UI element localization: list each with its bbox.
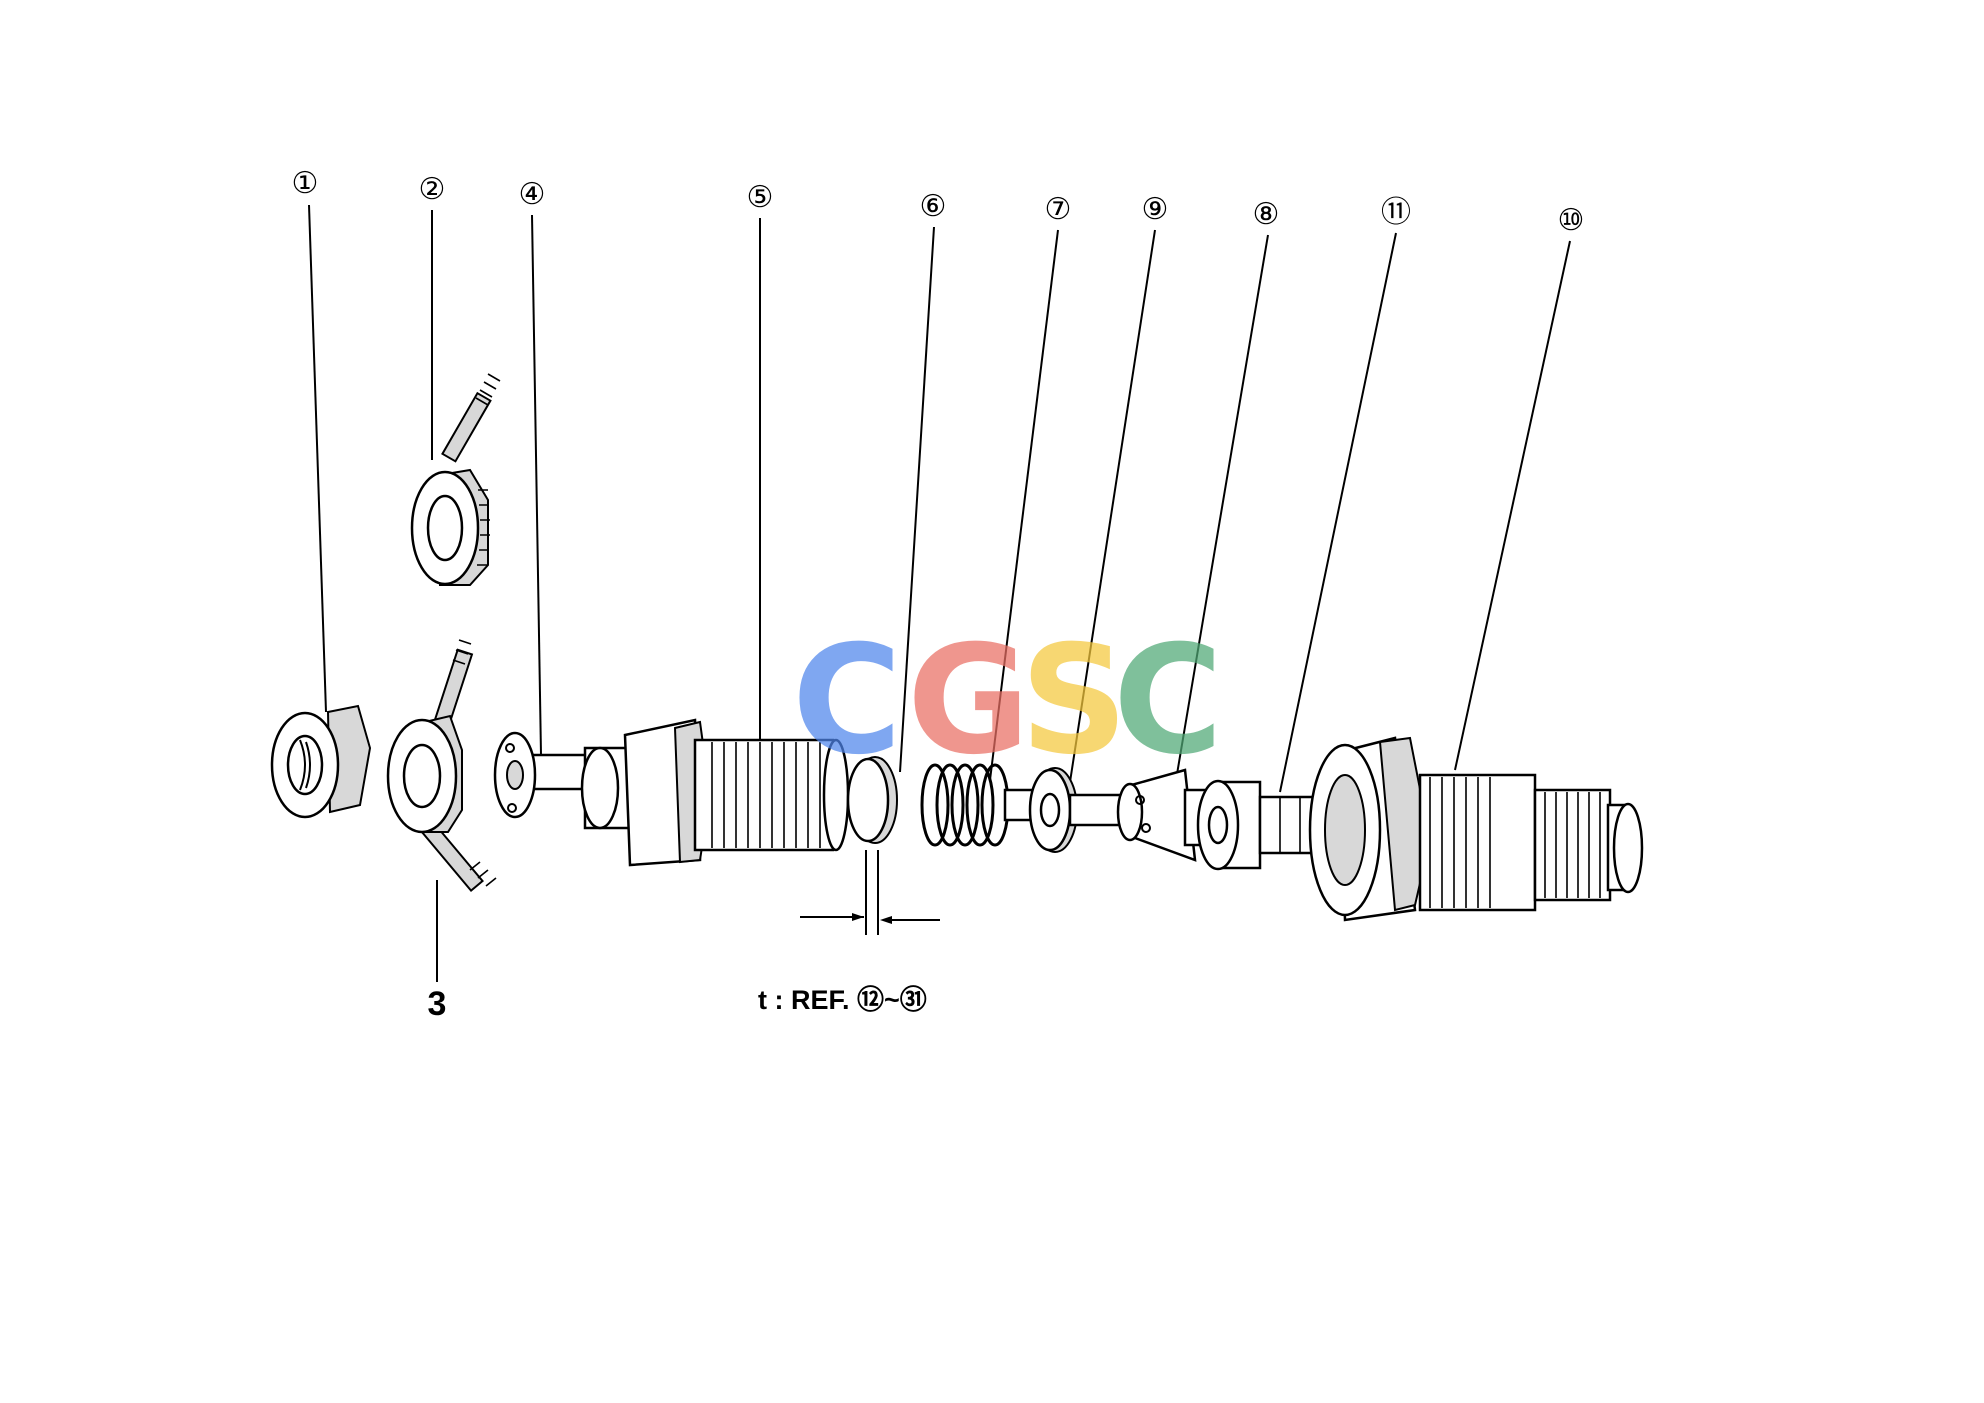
part-10-nozzle-holder <box>1308 736 1644 922</box>
watermark-letter-c2: C <box>1113 614 1223 788</box>
watermark-letter-c1: C <box>792 614 902 788</box>
callout-labels: ① ② ④ ⑤ ⑥ ⑦ ⑨ ⑧ ⑪ ⑩ 3 <box>292 167 1585 1023</box>
callout-1: ① <box>292 167 319 200</box>
callout-2: ② <box>419 173 446 206</box>
part-1-hex-nut <box>270 704 372 819</box>
part-3-twin-banjo-fitting <box>386 639 497 893</box>
part-5-threaded-body <box>580 718 850 867</box>
callout-6: ⑥ <box>920 190 947 223</box>
watermark-logo: C G S C <box>792 614 1223 788</box>
callout-9: ⑨ <box>1142 193 1169 226</box>
part-2-banjo-fitting <box>410 373 501 586</box>
part-8-tapered-valve <box>1116 768 1217 862</box>
label-3: 3 <box>428 985 447 1023</box>
callout-8: ⑧ <box>1253 198 1280 231</box>
callout-5: ⑤ <box>747 181 774 214</box>
watermark-letter-g: G <box>907 614 1030 788</box>
callout-7: ⑦ <box>1045 193 1072 226</box>
callout-10: ⑩ <box>1558 204 1585 237</box>
callout-11: ⑪ <box>1381 196 1411 229</box>
part-6-shim <box>800 756 940 935</box>
leader-lines <box>308 204 1571 982</box>
thickness-reference-note: t : REF. ⑫~㉛ <box>758 984 927 1015</box>
watermark-letter-s: S <box>1020 614 1128 788</box>
callout-4: ④ <box>519 178 546 211</box>
part-4-flanged-pin <box>493 731 594 819</box>
